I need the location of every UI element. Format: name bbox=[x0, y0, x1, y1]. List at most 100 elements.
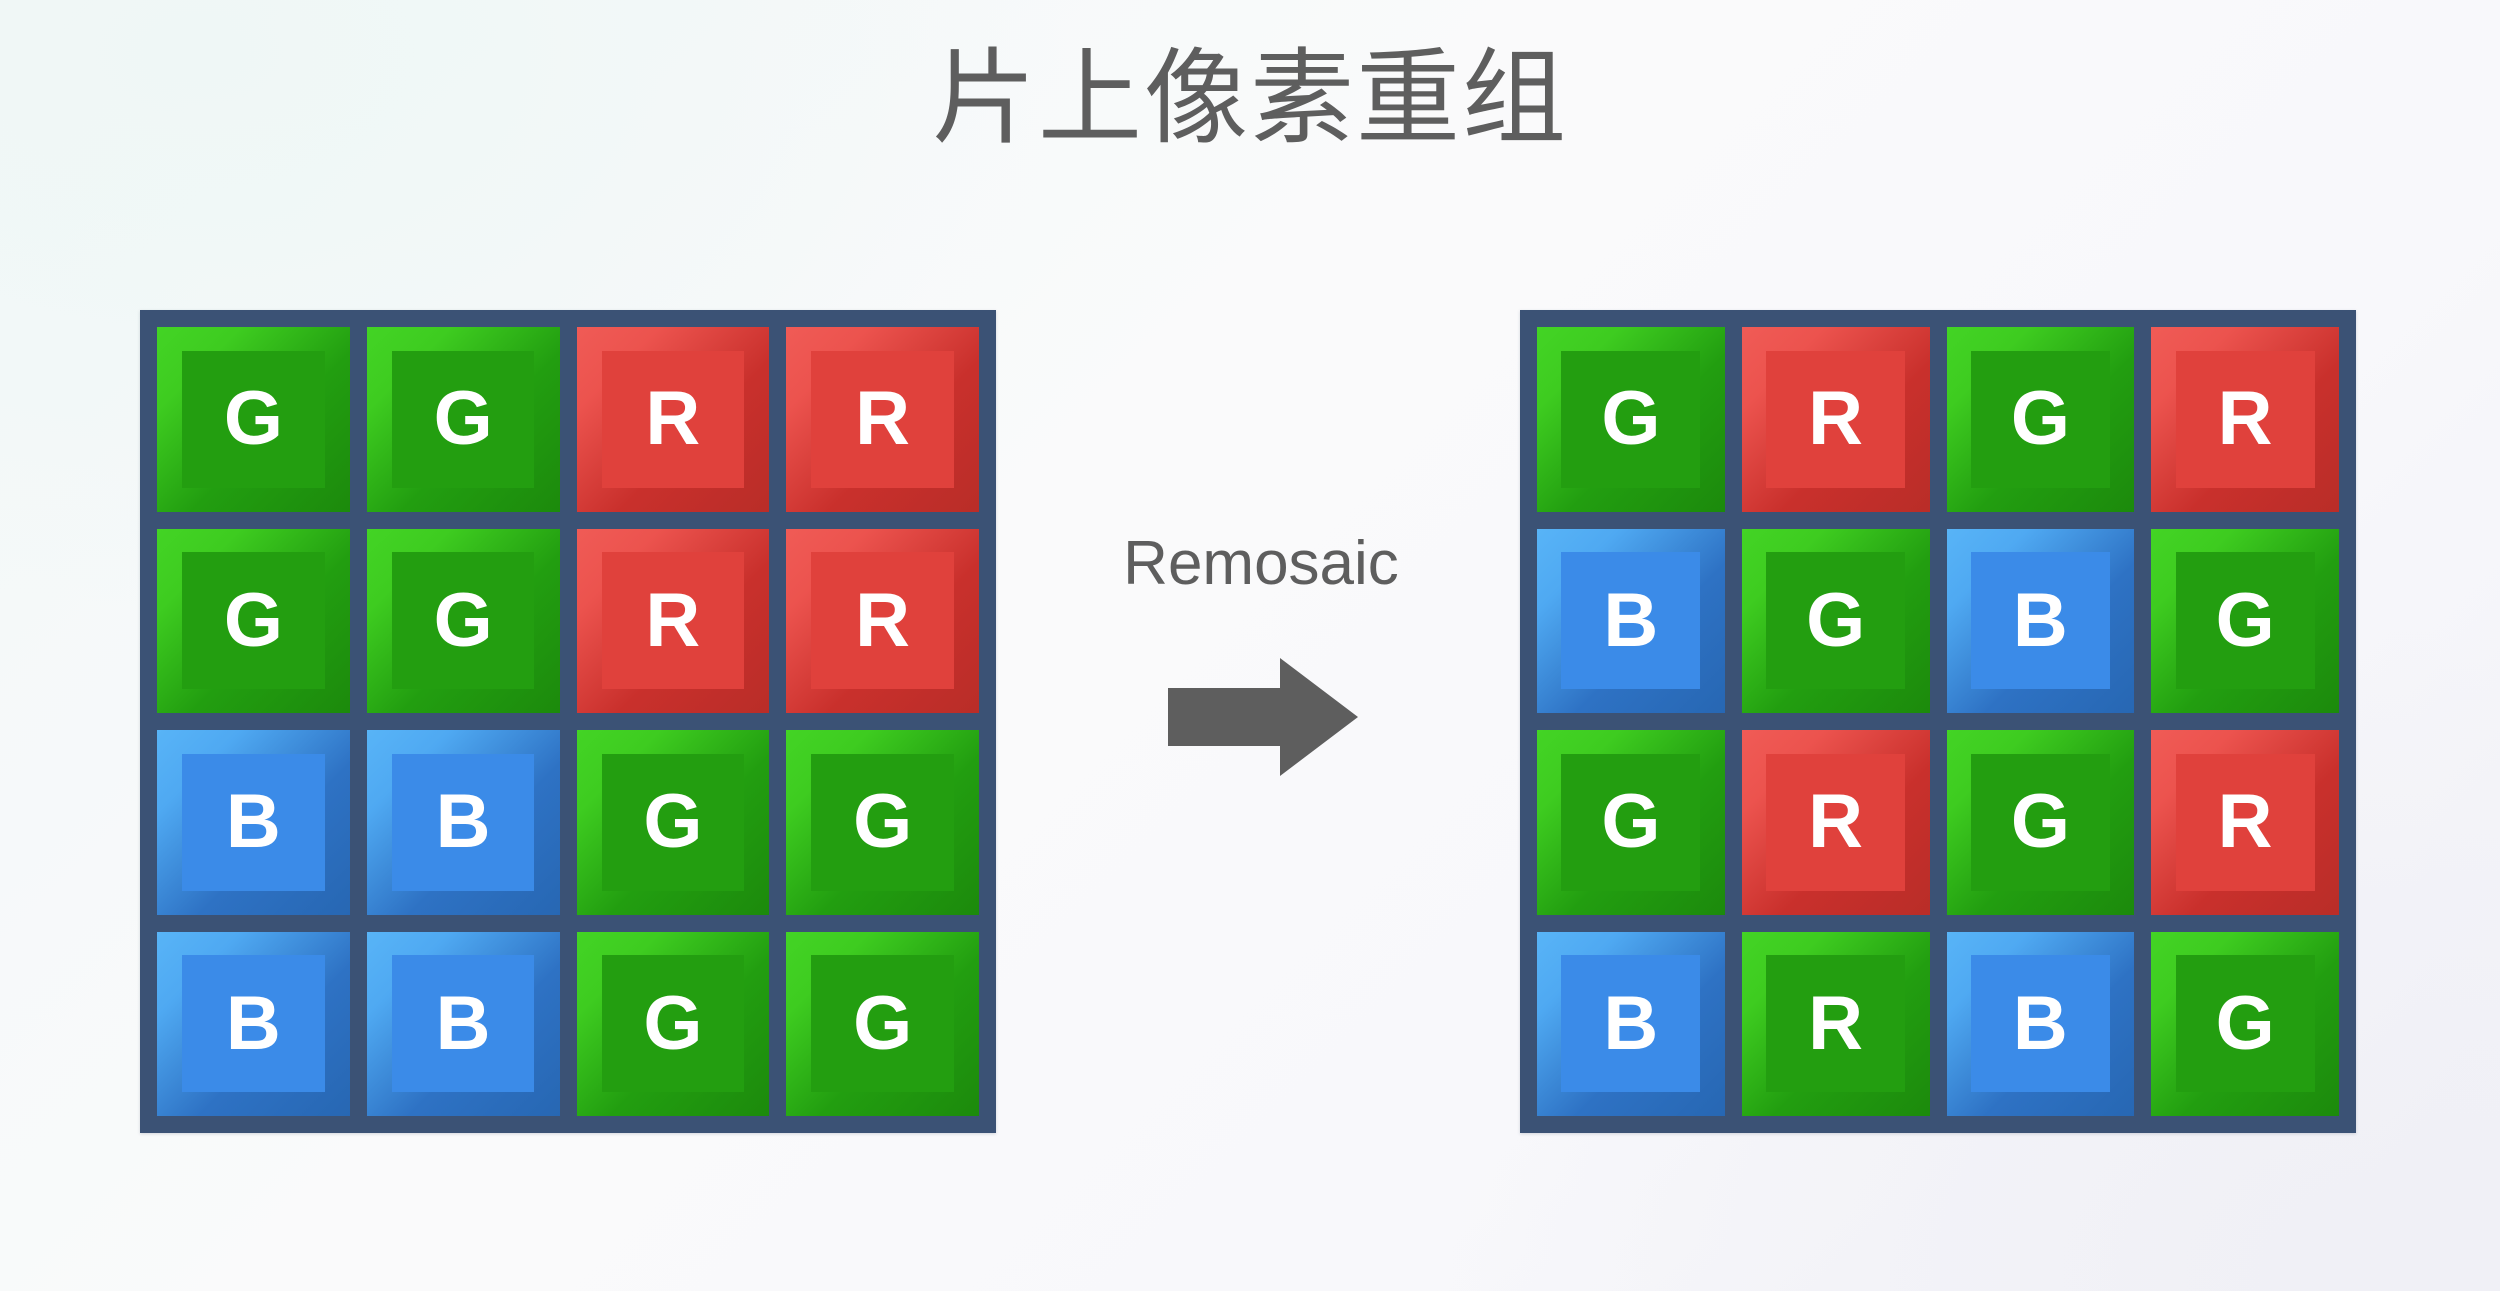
tile-face bbox=[1561, 753, 1701, 891]
tile-face bbox=[391, 753, 535, 891]
tile-letter: G bbox=[643, 980, 703, 1066]
tile-face bbox=[601, 753, 745, 891]
bayer-tile-r4c3: B bbox=[1946, 931, 2135, 1116]
tile-face bbox=[2175, 753, 2315, 891]
tile-letter: G bbox=[853, 980, 913, 1066]
tile-letter: G bbox=[433, 577, 493, 663]
tile-letter: R bbox=[2217, 779, 2273, 865]
bayer-tile-r1c2: R bbox=[1741, 327, 1930, 512]
bayer-tile-r4c2: R bbox=[1741, 931, 1930, 1116]
tile-face bbox=[182, 350, 325, 488]
tile-face bbox=[1766, 753, 1906, 891]
page-title: 片上像素重组 bbox=[931, 41, 1568, 157]
tile-letter: G bbox=[223, 376, 283, 462]
tile-letter: B bbox=[435, 779, 491, 865]
tile-letter: G bbox=[2215, 577, 2275, 663]
bayer-tile-r2c2: G bbox=[1741, 528, 1930, 713]
tile-face bbox=[391, 350, 535, 488]
tile-letter: R bbox=[855, 577, 911, 663]
quad-bayer-tile-r4c4: G bbox=[786, 931, 979, 1116]
tile-face bbox=[601, 552, 745, 690]
tile-face bbox=[811, 753, 954, 891]
tile-letter: G bbox=[643, 779, 703, 865]
quad-bayer-tile-r1c2: G bbox=[366, 327, 560, 512]
tile-face bbox=[1970, 350, 2110, 488]
bayer-tile-r1c4: R bbox=[2151, 327, 2339, 512]
tile-letter: R bbox=[1808, 376, 1864, 462]
quad-bayer-tile-r2c4: R bbox=[786, 528, 979, 713]
tile-face bbox=[182, 552, 325, 690]
quad-bayer-tile-r2c3: R bbox=[576, 528, 770, 713]
tile-letter: G bbox=[2215, 980, 2275, 1066]
bayer-tile-r4c4: G bbox=[2151, 931, 2339, 1116]
tile-face bbox=[1766, 552, 1906, 690]
bayer-tile-r3c3: G bbox=[1946, 730, 2135, 915]
tile-letter: B bbox=[435, 980, 491, 1066]
tile-face bbox=[601, 350, 745, 488]
tile-letter: B bbox=[225, 779, 281, 865]
quad-bayer-tile-r2c2: G bbox=[366, 528, 560, 713]
tile-letter: R bbox=[1808, 779, 1864, 865]
quad-bayer-tile-r3c1: B bbox=[157, 730, 350, 915]
remosaic-label: Remosaic bbox=[1123, 529, 1399, 598]
tile-letter: B bbox=[1603, 980, 1659, 1066]
tile-face bbox=[1970, 753, 2110, 891]
tile-face bbox=[601, 955, 745, 1093]
tile-face bbox=[1970, 955, 2110, 1093]
tile-face bbox=[811, 552, 954, 690]
tile-letter: R bbox=[2217, 376, 2273, 462]
tile-letter: R bbox=[1808, 980, 1864, 1066]
tile-face bbox=[1766, 350, 1906, 488]
bayer-tile-r2c1: B bbox=[1537, 528, 1725, 713]
tile-face bbox=[811, 955, 954, 1093]
bayer-tile-r3c2: R bbox=[1741, 730, 1930, 915]
tile-letter: R bbox=[645, 376, 701, 462]
tile-letter: R bbox=[855, 376, 911, 462]
tile-face bbox=[1766, 955, 1906, 1093]
tile-letter: B bbox=[1603, 577, 1659, 663]
tile-face bbox=[1970, 552, 2110, 690]
tile-face bbox=[2175, 350, 2315, 488]
quad-bayer-tile-r4c1: B bbox=[157, 931, 350, 1116]
tile-letter: G bbox=[853, 779, 913, 865]
bayer-tile-r1c3: G bbox=[1946, 327, 2135, 512]
tile-face bbox=[2175, 552, 2315, 690]
quad-bayer-tile-r4c2: B bbox=[366, 931, 560, 1116]
quad-bayer-tile-r1c4: R bbox=[786, 327, 979, 512]
tile-face bbox=[391, 552, 535, 690]
bayer-tile-r3c4: R bbox=[2151, 730, 2339, 915]
tile-face bbox=[182, 753, 325, 891]
tile-face bbox=[1561, 955, 1701, 1093]
tile-letter: G bbox=[1601, 779, 1661, 865]
tile-face bbox=[182, 955, 325, 1093]
tile-letter: R bbox=[645, 577, 701, 663]
bayer-tile-r3c1: G bbox=[1537, 730, 1725, 915]
quad-bayer-tile-r4c3: G bbox=[576, 931, 770, 1116]
tile-letter: G bbox=[223, 577, 283, 663]
tile-letter: G bbox=[2010, 376, 2070, 462]
arrow-right-icon bbox=[1168, 658, 1358, 776]
quad-bayer-tile-r2c1: G bbox=[157, 528, 350, 713]
bayer-tile-r2c4: G bbox=[2151, 528, 2339, 713]
bayer-tile-r2c3: B bbox=[1946, 528, 2135, 713]
quad-bayer-grid: G G R R G G R R B B G G B B G G bbox=[140, 310, 996, 1133]
tile-letter: G bbox=[2010, 779, 2070, 865]
quad-bayer-tile-r3c2: B bbox=[366, 730, 560, 915]
bayer-tile-r1c1: G bbox=[1537, 327, 1725, 512]
bayer-tile-r4c1: B bbox=[1537, 931, 1725, 1116]
tile-letter: B bbox=[2012, 577, 2068, 663]
tile-face bbox=[391, 955, 535, 1093]
quad-bayer-tile-r3c3: G bbox=[576, 730, 770, 915]
tile-face bbox=[2175, 955, 2315, 1093]
tile-face bbox=[1561, 552, 1701, 690]
tile-letter: B bbox=[2012, 980, 2068, 1066]
tile-letter: G bbox=[1806, 577, 1866, 663]
tile-face bbox=[811, 350, 954, 488]
quad-bayer-tile-r1c1: G bbox=[157, 327, 350, 512]
tile-face bbox=[1561, 350, 1701, 488]
tile-letter: G bbox=[433, 376, 493, 462]
tile-letter: B bbox=[225, 980, 281, 1066]
quad-bayer-tile-r1c3: R bbox=[576, 327, 770, 512]
